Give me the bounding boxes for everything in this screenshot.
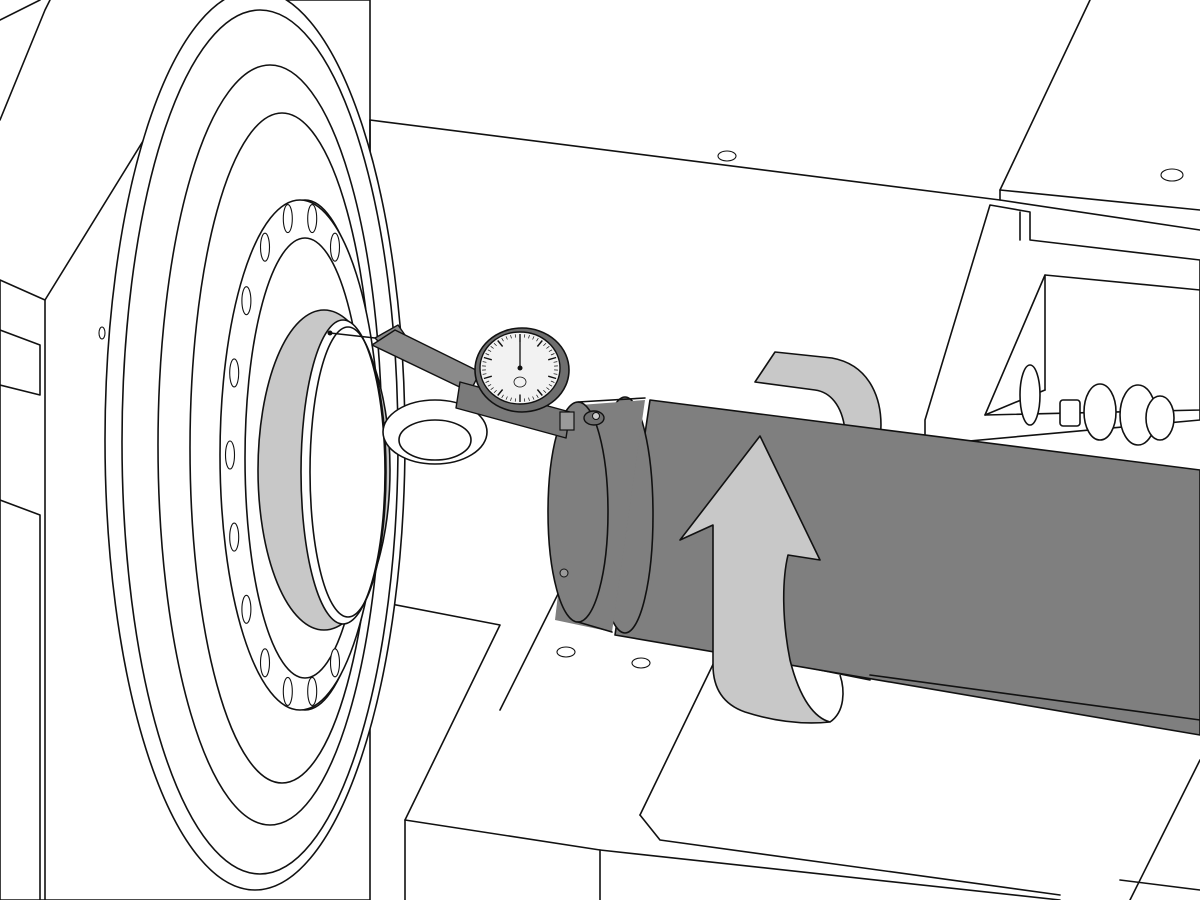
bolt-hole xyxy=(259,232,271,262)
dial-minor-tick xyxy=(550,380,555,383)
dial-minor-tick xyxy=(501,338,504,342)
dial-minor-tick xyxy=(528,397,530,402)
dial-major-tick xyxy=(548,356,557,361)
dial-minor-tick xyxy=(501,394,504,398)
tailstock-housing xyxy=(924,204,1200,446)
bolt-hole xyxy=(229,522,240,552)
dial-minor-tick xyxy=(493,342,497,346)
bolt-hole xyxy=(241,286,252,316)
dial-minor-tick xyxy=(482,361,487,363)
dial-minor-tick xyxy=(482,373,487,375)
dial-minor-tick xyxy=(485,380,490,383)
dial-minor-tick xyxy=(546,346,550,349)
dial-minor-tick xyxy=(523,334,526,338)
dial-minor-tick xyxy=(543,342,547,346)
dial-major-tick xyxy=(548,375,557,380)
rotation-arrow-icon xyxy=(679,435,844,724)
dial-minor-tick xyxy=(543,390,547,394)
dial-minor-tick xyxy=(490,346,494,349)
dial-face-ticks xyxy=(482,334,558,402)
dial-minor-tick xyxy=(553,361,558,363)
dial-minor-tick xyxy=(487,349,492,352)
dial-minor-tick xyxy=(546,387,550,390)
bolt-hole xyxy=(259,648,271,678)
dial-minor-tick xyxy=(532,396,535,400)
dial-minor-tick xyxy=(536,338,539,342)
pilot-ring xyxy=(257,309,391,631)
dial-indicator-icon xyxy=(327,324,575,439)
dial-minor-tick xyxy=(505,396,508,400)
bolt-hole xyxy=(224,440,236,470)
dial-minor-tick xyxy=(548,384,553,387)
dial-major-tick xyxy=(483,356,492,361)
dial-minor-tick xyxy=(523,398,526,402)
bolt-hole xyxy=(329,648,341,678)
dial-minor-tick xyxy=(487,384,492,387)
dial-minor-tick xyxy=(550,353,555,356)
dial-minor-tick xyxy=(514,398,517,402)
dial-minor-tick xyxy=(510,334,512,339)
dial-major-tick xyxy=(536,340,543,347)
dial-minor-tick xyxy=(505,336,508,340)
bolt-hole xyxy=(229,358,240,388)
test-bar xyxy=(547,396,1200,736)
dial-major-tick xyxy=(536,389,543,396)
dial-minor-tick xyxy=(548,349,553,352)
dial-major-tick xyxy=(497,340,504,347)
bolt-hole xyxy=(282,204,293,234)
bolt-hole xyxy=(329,232,341,262)
bolt-hole xyxy=(241,594,252,624)
dial-revolution-counter xyxy=(513,376,527,388)
dial-major-tick xyxy=(483,375,492,380)
bolt-hole-group xyxy=(224,204,341,706)
bolt-hole xyxy=(307,204,318,234)
bolt-hole xyxy=(307,676,318,706)
dial-minor-tick xyxy=(532,336,535,340)
bed-hole xyxy=(382,399,488,465)
dial-minor-tick xyxy=(493,390,497,394)
dial-minor-tick xyxy=(485,353,490,356)
dial-minor-tick xyxy=(528,334,530,339)
dial-major-tick xyxy=(497,389,504,396)
dial-minor-tick xyxy=(490,387,494,390)
dial-minor-tick xyxy=(514,334,517,338)
bolt-hole xyxy=(282,676,293,706)
dial-minor-tick xyxy=(553,373,558,375)
dial-minor-tick xyxy=(536,394,539,398)
dial-minor-tick xyxy=(510,397,512,402)
